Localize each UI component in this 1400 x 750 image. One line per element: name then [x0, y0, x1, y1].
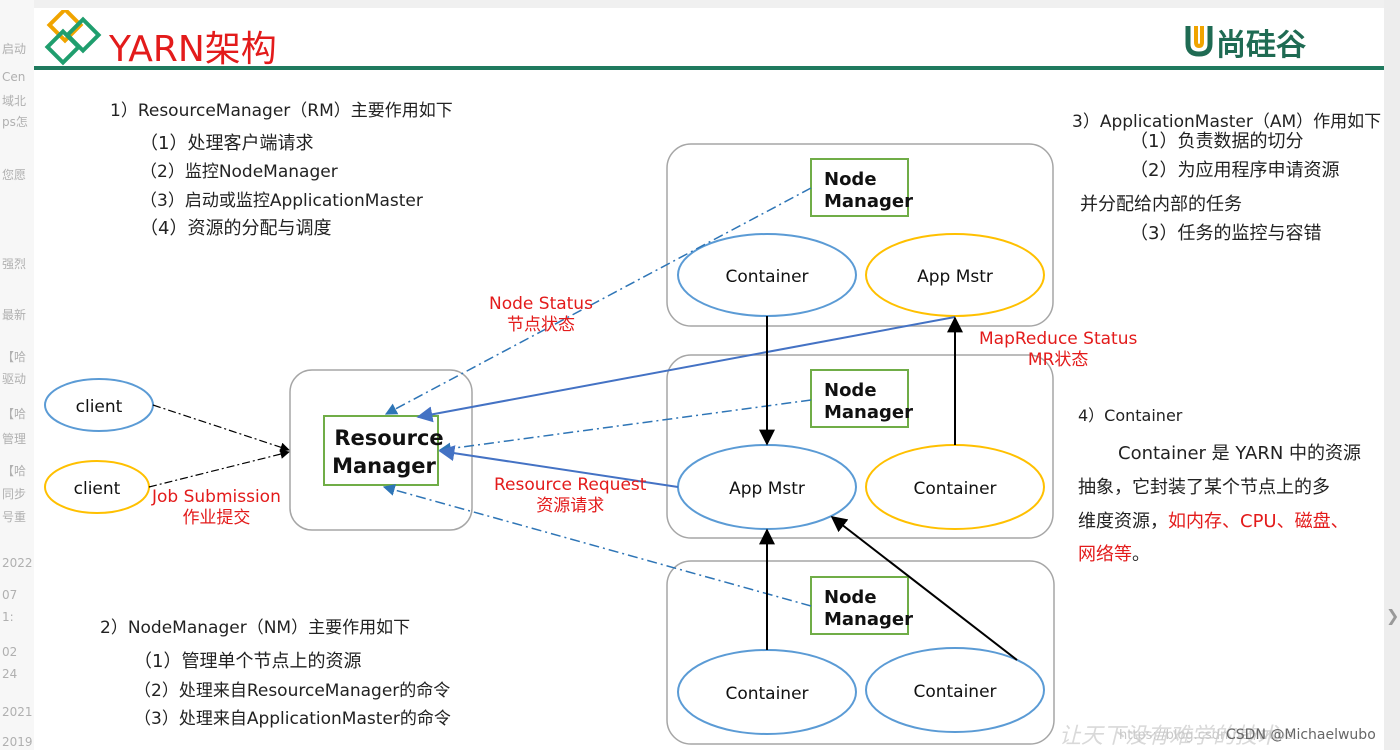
- nm1-label-1: Node: [824, 169, 877, 190]
- yarn-architecture-diagram: Resource Manager Node Manager Node Manag…: [44, 143, 1055, 745]
- container-node1-label: Container: [725, 267, 808, 287]
- rm-frame: [289, 369, 473, 531]
- node-manager-box-3: Node Manager: [810, 576, 913, 635]
- container-heading: 4）Container: [1078, 406, 1183, 425]
- watermark-slogan: 让天下没有难学的技术: [1059, 724, 1280, 749]
- background-browser-toolbar: [34, 0, 1400, 8]
- nm2-label-2: Manager: [824, 402, 913, 423]
- node-frame-1: [666, 143, 1054, 327]
- app-mstr-node1: [865, 233, 1045, 317]
- nm-item-1: （1）管理单个节点上的资源: [134, 651, 362, 672]
- slide-title: YARN架构: [109, 29, 277, 70]
- container-node2-label: Container: [913, 479, 996, 499]
- resource-request-cn: 资源请求: [536, 496, 605, 516]
- footer-url: https://blog.csdn.net/wubo: [1119, 728, 1294, 743]
- app-mstr-node1-label: App Mstr: [917, 267, 993, 287]
- node-manager-box-1: Node Manager: [810, 158, 913, 217]
- container-line-4-highlight: 网络等: [1078, 544, 1132, 565]
- container-line-3-text: 维度资源，: [1078, 511, 1168, 532]
- container-line-4-text: 。: [1132, 544, 1150, 565]
- scrollbar[interactable]: ❯: [1384, 0, 1400, 750]
- rm-item-2: （2）监控NodeManager: [140, 162, 338, 182]
- brand-logo-icon: [1185, 26, 1213, 57]
- resource-request-en: Resource Request: [494, 475, 647, 495]
- client1-to-rm-arrow: [152, 404, 290, 452]
- nm1-label-2: Manager: [824, 191, 913, 212]
- node-status-arrow-1: [384, 187, 812, 415]
- container-line-2: 抽象，它封装了某个节点上的多: [1078, 477, 1330, 498]
- rm-heading: 1）ResourceManager（RM）主要作用如下: [110, 101, 453, 121]
- container-line-3-highlight: 如内存、CPU、磁盘、: [1168, 511, 1349, 532]
- client2-to-rm-arrow: [148, 449, 290, 488]
- am-item-2-cont: 并分配给内部的任务: [1080, 194, 1242, 215]
- rm-label-1: Resource: [334, 426, 443, 450]
- next-slide-arrow-icon[interactable]: ❯: [1386, 606, 1400, 625]
- container3b-to-appmstr-arrow: [830, 516, 1018, 661]
- am-heading: 3）ApplicationMaster（AM）作用如下: [1072, 112, 1382, 132]
- container-node3a-label: Container: [725, 684, 808, 704]
- resource-manager-box: [323, 415, 439, 486]
- node-status-arrow-3: [382, 484, 812, 607]
- rm-label-2: Manager: [332, 454, 436, 478]
- app-mstr-node2-label: App Mstr: [729, 479, 805, 499]
- mr-status-to-rm-arrow: [416, 316, 956, 423]
- node-status-en: Node Status: [489, 294, 593, 314]
- job-submission-en: Job Submission: [152, 487, 281, 507]
- rm-item-3: （3）启动或监控ApplicationMaster: [140, 191, 423, 211]
- container-node3b-label: Container: [913, 682, 996, 702]
- nm2-label-1: Node: [824, 380, 877, 401]
- am-item-1: （1）负责数据的切分: [1130, 131, 1304, 152]
- csdn-credit: CSDN @Michaelwubo: [1226, 727, 1376, 743]
- nm3-label-2: Manager: [824, 609, 913, 630]
- container-line-4: 网络等。: [1078, 540, 1150, 566]
- nm-item-2: （2）处理来自ResourceManager的命令: [134, 681, 451, 701]
- node-status-cn: 节点状态: [506, 315, 575, 335]
- nm-item-3: （3）处理来自ApplicationMaster的命令: [134, 709, 451, 729]
- title-divider: [34, 66, 1384, 70]
- container-node3b: [865, 647, 1045, 733]
- nm-heading: 2）NodeManager（NM）主要作用如下: [100, 618, 411, 638]
- node-manager-box-2: Node Manager: [810, 369, 913, 428]
- slide-logo-icon: [44, 10, 102, 66]
- brand-name: 尚硅谷: [1216, 28, 1306, 63]
- resource-request-arrow: [438, 445, 679, 488]
- mr-status-en: MapReduce Status: [979, 329, 1138, 349]
- node-frame-3: [666, 560, 1055, 745]
- node-status-arrow-2: [438, 399, 812, 455]
- am-item-2: （2）为应用程序申请资源: [1130, 160, 1340, 181]
- rm-item-1: （1）处理客户端请求: [140, 133, 314, 154]
- container-line-1: Container 是 YARN 中的资源: [1118, 443, 1362, 464]
- client-1-label: client: [76, 397, 123, 417]
- mr-status-cn: MR状态: [1027, 350, 1089, 370]
- rm-item-4: （4）资源的分配与调度: [140, 218, 332, 239]
- nm3-label-1: Node: [824, 587, 877, 608]
- container-line-3: 维度资源，如内存、CPU、磁盘、: [1078, 507, 1349, 533]
- job-submission-cn: 作业提交: [182, 508, 251, 528]
- am-item-3: （3）任务的监控与容错: [1130, 223, 1322, 244]
- client-2-label: client: [74, 479, 121, 499]
- slide: YARN架构 尚硅谷 1）ResourceManager（RM）主要作用如下 （…: [34, 8, 1384, 750]
